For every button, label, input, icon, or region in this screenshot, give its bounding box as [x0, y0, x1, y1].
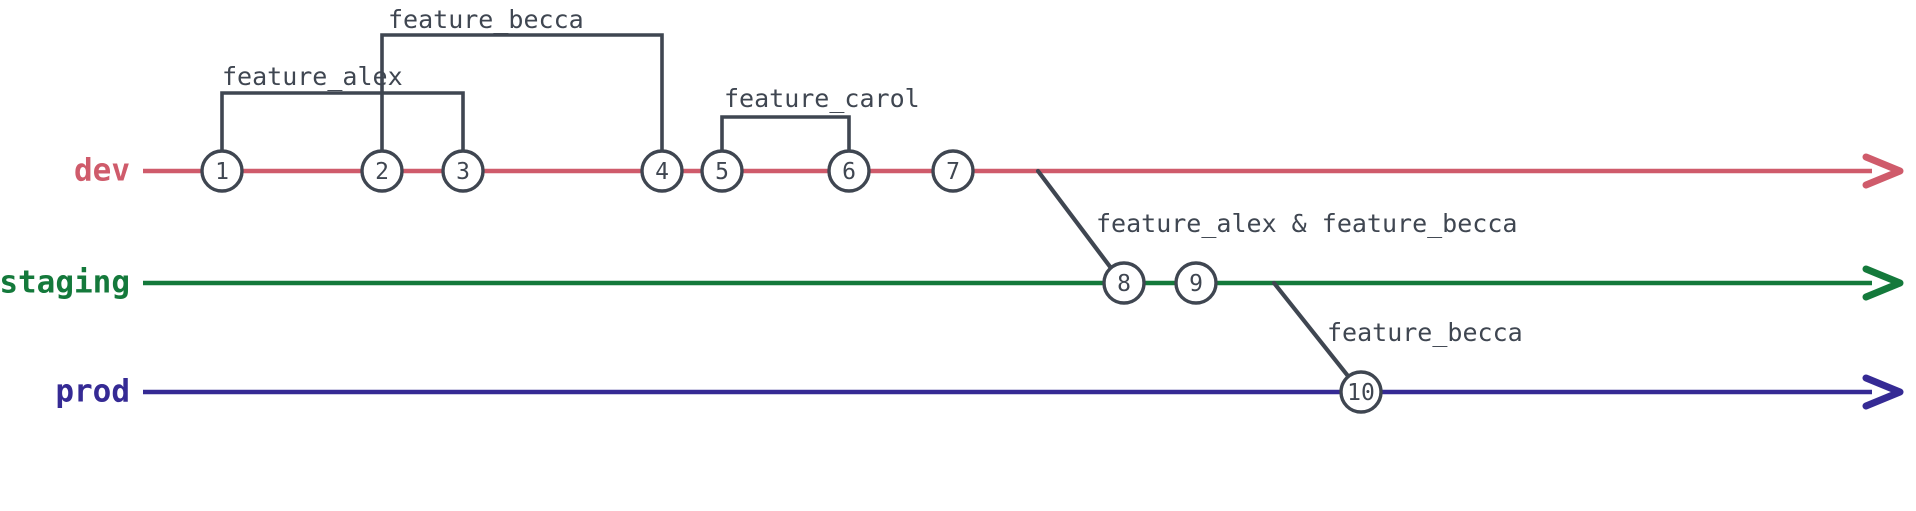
commit-node-9[interactable]: 9 — [1174, 261, 1218, 305]
commit-node-2[interactable]: 2 — [360, 149, 404, 193]
commit-circle-9[interactable] — [1174, 261, 1218, 305]
merge-line-staging-to-prod — [1271, 280, 1355, 384]
commit-circle-1[interactable] — [200, 149, 244, 193]
commit-nodes-group: 1 2 3 4 5 6 7 8 9 10 — [200, 149, 1383, 414]
commit-node-6[interactable]: 6 — [827, 149, 871, 193]
commit-number-7: 7 — [946, 159, 960, 185]
merge-label-staging-to-prod: feature_becca — [1327, 318, 1523, 347]
commit-circle-4[interactable] — [640, 149, 684, 193]
commit-circle-3[interactable] — [441, 149, 485, 193]
arrow-icon-prod — [1862, 374, 1904, 410]
commit-number-4: 4 — [655, 159, 669, 185]
feature-label-feature_carol: feature_carol — [724, 84, 920, 113]
commit-number-3: 3 — [456, 159, 470, 185]
commit-circle-10[interactable] — [1339, 370, 1383, 414]
commit-node-5[interactable]: 5 — [700, 149, 744, 193]
branch-label-dev: dev — [74, 153, 130, 189]
commit-number-10: 10 — [1347, 380, 1375, 406]
commit-node-4[interactable]: 4 — [640, 149, 684, 193]
commit-node-10[interactable]: 10 — [1339, 370, 1383, 414]
feature-label-feature_becca: feature_becca — [388, 5, 584, 34]
commit-node-7[interactable]: 7 — [931, 149, 975, 193]
feature-bracket-feature_carol — [720, 115, 851, 171]
merge-lines-group — [1035, 168, 1355, 384]
commit-number-6: 6 — [842, 159, 856, 185]
commit-node-8[interactable]: 8 — [1102, 261, 1146, 305]
branch-labels-group: dev staging prod — [0, 153, 130, 410]
feature-brackets-group: feature_alex feature_becca feature_carol — [220, 5, 920, 171]
commit-number-8: 8 — [1117, 271, 1131, 297]
feature-bracket-feature_alex — [220, 91, 465, 171]
merge-labels-group: feature_alex & feature_becca feature_becc… — [1096, 209, 1523, 347]
feature-label-feature_alex: feature_alex — [222, 62, 403, 91]
branch-lines-group — [143, 153, 1904, 410]
merge-label-dev-to-staging: feature_alex & feature_becca — [1096, 209, 1517, 238]
branch-label-prod: prod — [55, 374, 130, 410]
commit-node-3[interactable]: 3 — [441, 149, 485, 193]
commit-circle-5[interactable] — [700, 149, 744, 193]
commit-number-9: 9 — [1189, 271, 1203, 297]
branch-label-staging: staging — [0, 265, 130, 301]
commit-node-1[interactable]: 1 — [200, 149, 244, 193]
commit-number-5: 5 — [715, 159, 729, 185]
commit-circle-2[interactable] — [360, 149, 404, 193]
commit-number-1: 1 — [215, 159, 229, 185]
commit-circle-8[interactable] — [1102, 261, 1146, 305]
arrow-icon-dev — [1862, 153, 1904, 189]
arrow-icon-staging — [1862, 265, 1904, 301]
commit-circle-7[interactable] — [931, 149, 975, 193]
commit-circle-6[interactable] — [827, 149, 871, 193]
merge-line-dev-to-staging — [1035, 168, 1117, 275]
feature-bracket-feature_becca — [380, 33, 664, 171]
commit-number-2: 2 — [375, 159, 389, 185]
